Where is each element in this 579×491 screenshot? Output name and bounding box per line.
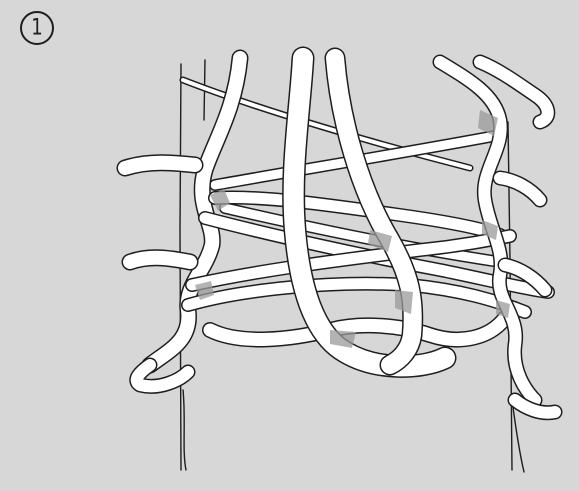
- left-stub-upper: [125, 163, 195, 168]
- step-number-badge: 1: [20, 11, 54, 45]
- step-number-text: 1: [31, 17, 42, 40]
- left-stub-lower: [130, 258, 190, 262]
